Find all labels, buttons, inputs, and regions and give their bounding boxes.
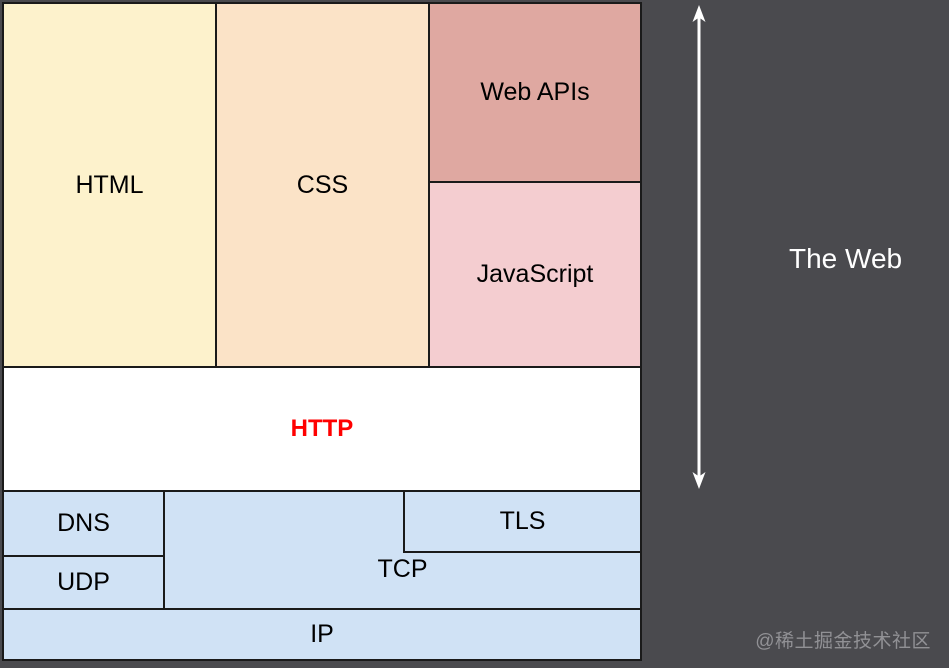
layer-tls-label: TLS bbox=[499, 507, 546, 535]
layer-web-apis-label: Web APIs bbox=[480, 78, 590, 106]
layer-udp-label: UDP bbox=[57, 568, 110, 596]
the-web-label: The Web bbox=[789, 243, 903, 274]
layer-dns-label: DNS bbox=[57, 509, 110, 537]
layer-html: HTML bbox=[2, 2, 217, 368]
watermark: @稀土掘金技术社区 bbox=[755, 631, 931, 652]
layer-html-label: HTML bbox=[75, 170, 144, 199]
layer-http-label: HTTP bbox=[290, 415, 354, 442]
layer-javascript: JavaScript bbox=[428, 181, 642, 368]
layer-tcp-label: TCP bbox=[377, 555, 428, 583]
layer-web-apis: Web APIs bbox=[428, 2, 642, 183]
layer-javascript-label: JavaScript bbox=[476, 260, 594, 288]
layer-tls: TLS bbox=[403, 490, 642, 553]
layer-css-label: CSS bbox=[296, 170, 349, 199]
layer-udp: UDP bbox=[2, 555, 165, 610]
layer-css: CSS bbox=[215, 2, 430, 368]
double-arrow-vertical-icon bbox=[692, 5, 706, 489]
layer-http: HTTP bbox=[2, 366, 642, 492]
layer-dns: DNS bbox=[2, 490, 165, 557]
layer-ip-label: IP bbox=[310, 620, 334, 648]
layer-ip: IP bbox=[2, 608, 642, 661]
